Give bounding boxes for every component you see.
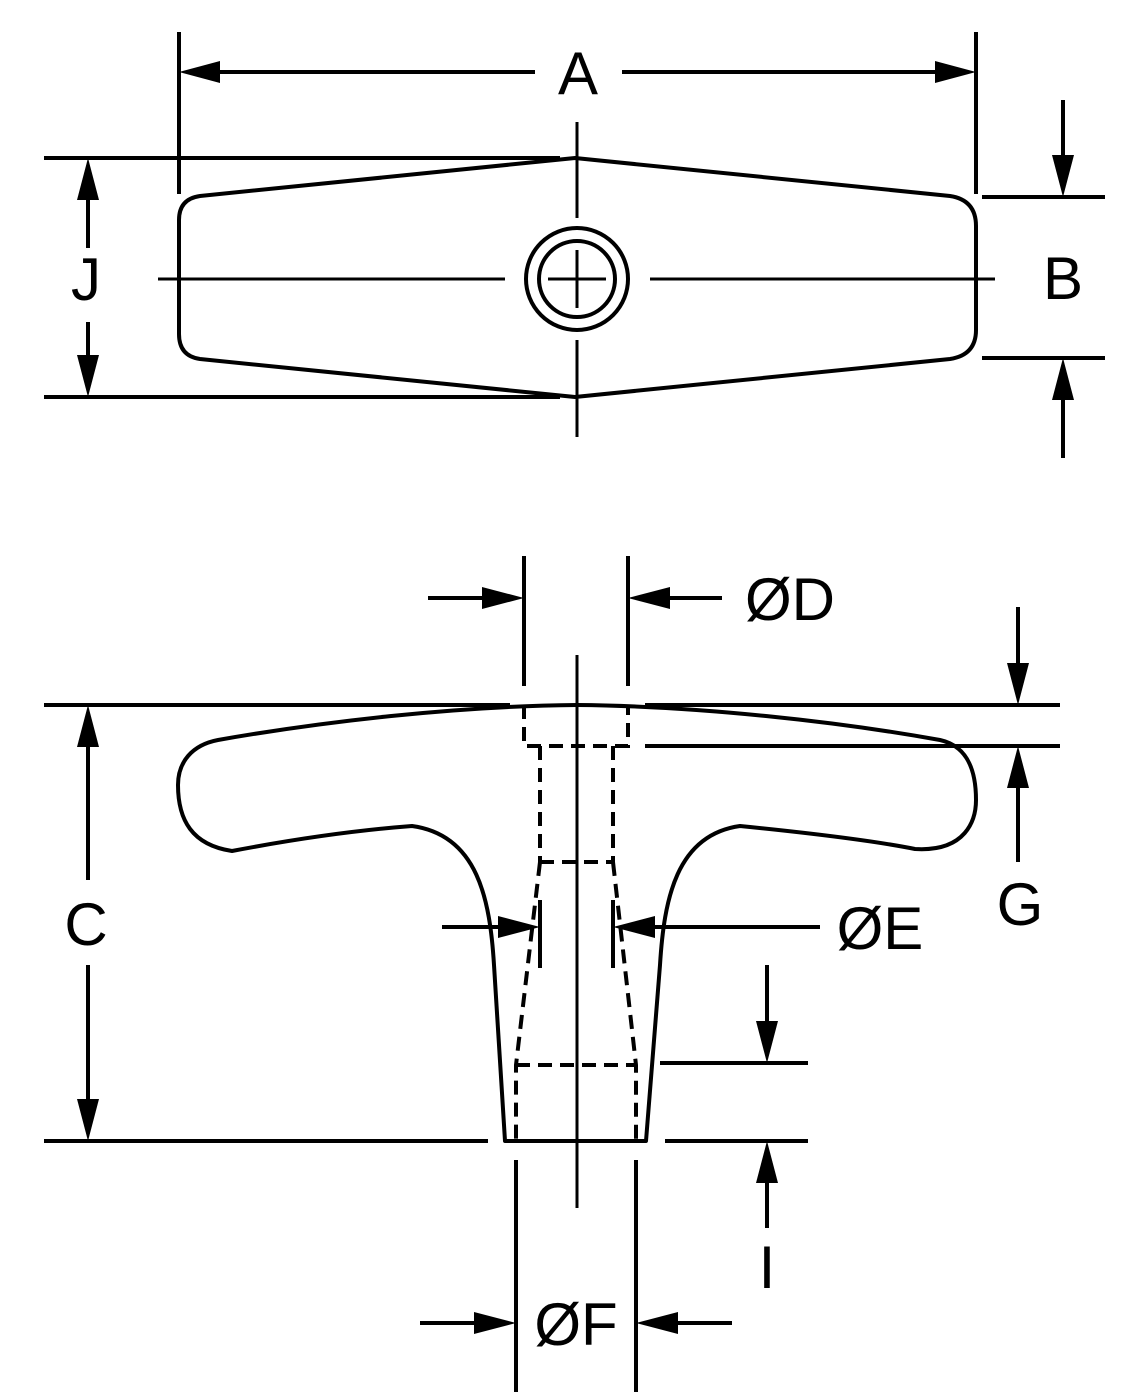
dim-d-arrow-right — [628, 587, 670, 609]
bore-upper — [538, 746, 615, 862]
dim-g-arrow-bottom — [1007, 746, 1029, 788]
dim-j-label: J — [71, 246, 101, 313]
dim-b-arrow-top — [1052, 155, 1074, 197]
hole-inner-circle — [537, 239, 617, 319]
dim-b-label: B — [1043, 245, 1083, 312]
dim-b-arrow-bottom — [1052, 358, 1074, 400]
dim-d-label: ØD — [745, 566, 835, 633]
side-view: ØD C G ØE I — [44, 556, 1060, 1392]
top-view: A J B — [44, 32, 1105, 458]
dim-a-arrow-right — [935, 61, 976, 83]
dim-j-arrow-bottom — [77, 355, 99, 397]
dim-c-arrow-top — [77, 705, 99, 747]
top-view-outline — [177, 156, 978, 399]
dim-c-arrow-bottom — [77, 1099, 99, 1141]
dim-d-arrow-left — [482, 587, 524, 609]
dim-g-label: G — [997, 871, 1044, 938]
dim-f-arrow-left — [474, 1312, 516, 1334]
dim-a-arrow-left — [179, 61, 220, 83]
dim-e-arrow-right — [613, 916, 655, 938]
dim-i-arrow-top — [756, 1021, 778, 1063]
dim-f-arrow-right — [636, 1312, 678, 1334]
hole-outer-circle — [524, 226, 630, 332]
dim-i-label: I — [759, 1234, 776, 1301]
dim-f-label: ØF — [534, 1291, 617, 1358]
dim-e-arrow-left — [498, 916, 540, 938]
dim-j-arrow-top — [77, 158, 99, 200]
dim-a-label: A — [558, 40, 598, 107]
dim-g-arrow-top — [1007, 663, 1029, 705]
dim-c-label: C — [64, 891, 107, 958]
dim-e-label: ØE — [837, 895, 924, 962]
dim-i-arrow-bottom — [756, 1141, 778, 1183]
